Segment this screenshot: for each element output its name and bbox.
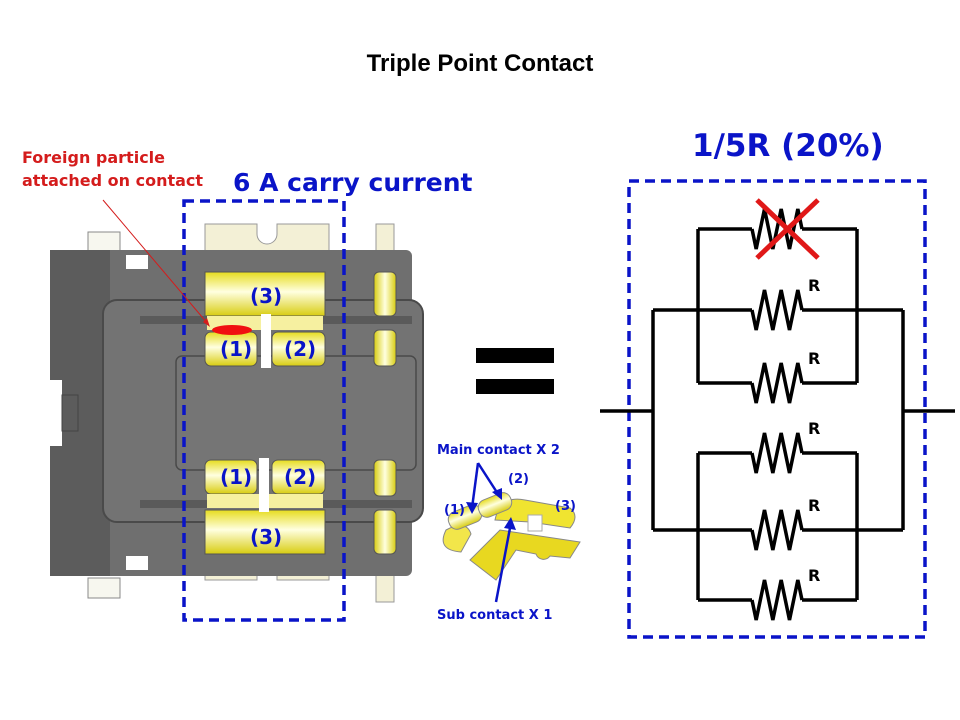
equals-bar-top	[476, 348, 554, 363]
detail-label-2: (2)	[508, 472, 529, 487]
page-title: Triple Point Contact	[366, 50, 594, 77]
resistor	[750, 509, 804, 551]
main-contact-2-top	[271, 331, 326, 367]
label-main-1-bottom: (1)	[220, 465, 253, 489]
failed-cross-icon	[755, 198, 820, 260]
contact-slot	[261, 314, 271, 368]
latch-window	[126, 255, 148, 269]
resistor	[750, 432, 804, 474]
resistor-label: R	[808, 566, 821, 585]
sub-contact-label: Sub contact X 1	[437, 608, 553, 623]
side-contact	[373, 271, 397, 317]
side-window	[50, 380, 62, 446]
resistor-label: R	[808, 276, 821, 295]
main-contact-2-detail	[477, 492, 513, 518]
resistor	[750, 289, 804, 331]
pin-tab	[87, 577, 121, 599]
side-notch	[61, 394, 79, 432]
contact-base	[469, 529, 581, 581]
foreign-particle-line2: attached on contact	[22, 171, 204, 190]
foreign-particle-line1: Foreign particle	[22, 148, 166, 167]
particle-arrowhead	[203, 318, 210, 327]
label-main-1-top: (1)	[220, 337, 253, 361]
detail-label-3: (3)	[555, 499, 576, 514]
arrowhead	[504, 517, 516, 530]
carry-current-box	[182, 199, 346, 622]
main-contact-arrow	[476, 462, 500, 495]
sub-contact-bottom	[204, 509, 326, 555]
terminal-tab-top	[204, 223, 330, 253]
label-sub-contact-top: (3)	[250, 284, 283, 308]
main-contact-arrow	[470, 462, 480, 509]
resistor	[750, 362, 804, 404]
sub-contact-arrow	[494, 527, 512, 603]
particle-arrow	[102, 199, 209, 325]
side-contact	[373, 329, 397, 367]
detail-label-1: (1)	[444, 503, 465, 518]
resistor-network	[600, 198, 955, 621]
arrowhead	[466, 502, 478, 514]
label-main-2-bottom: (2)	[284, 465, 317, 489]
resistor-label: R	[808, 419, 821, 438]
resistor	[750, 579, 804, 621]
circuit-box	[627, 179, 927, 639]
pin-tab	[87, 231, 121, 253]
latch-window	[126, 556, 148, 570]
resistor-label: R	[808, 496, 821, 515]
pin-tab	[375, 223, 395, 253]
resistor-label: R	[808, 349, 821, 368]
center-rib	[175, 355, 417, 471]
contact-slot	[259, 458, 269, 512]
contact-3d-detail	[442, 492, 581, 581]
equivalent-resistance-label: 1/5R (20%)	[692, 128, 884, 164]
arrowhead	[492, 488, 502, 500]
resistor	[750, 208, 804, 250]
foreign-particle-label: Foreign particle attached on contact	[22, 146, 203, 192]
equals-bar-bottom	[476, 379, 554, 394]
sub-contact-top	[204, 271, 326, 317]
side-contact	[373, 459, 397, 497]
carry-current-label: 6 A carry current	[233, 168, 473, 197]
foreign-particle	[212, 325, 252, 335]
contact-window	[527, 514, 543, 532]
side-contact	[373, 509, 397, 555]
main-contact-label: Main contact X 2	[437, 443, 560, 458]
label-sub-contact-bottom: (3)	[250, 525, 283, 549]
label-main-2-top: (2)	[284, 337, 317, 361]
